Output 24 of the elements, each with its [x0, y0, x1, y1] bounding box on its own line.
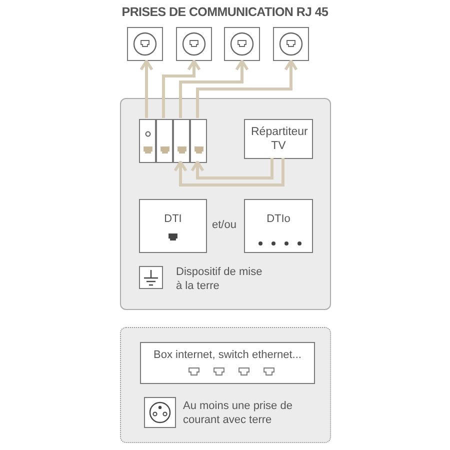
equipment-area — [120, 327, 331, 443]
node-label: DTI — [163, 212, 183, 226]
connector-arrow — [174, 158, 284, 186]
dti-box — [139, 199, 207, 253]
title: PRISES DE COMMUNICATION RJ 45 — [120, 5, 330, 19]
node-label: Répartiteur TV — [250, 125, 309, 153]
enclosure-panel — [120, 98, 331, 310]
connector-arrow — [162, 60, 201, 118]
connector-arrow — [196, 60, 298, 118]
connector-arrow — [190, 158, 274, 180]
connector-arrow — [179, 60, 249, 118]
dtio-box — [244, 199, 313, 253]
node-label: Dispositif de mise à la terre — [176, 265, 264, 293]
patch-port — [173, 119, 190, 163]
patch-port — [190, 119, 207, 163]
node-label: DTIo — [266, 212, 292, 226]
node-label: Au moins une prise de courant avec terre — [183, 399, 294, 427]
patch-port — [139, 119, 156, 163]
network-device-box — [140, 342, 315, 384]
connector-arrow — [140, 60, 154, 118]
patch-port — [156, 119, 173, 163]
node-label: Box internet, switch ethernet... — [152, 348, 302, 362]
tv-splitter-box — [244, 119, 313, 159]
connector-label: et/ou — [212, 218, 236, 232]
